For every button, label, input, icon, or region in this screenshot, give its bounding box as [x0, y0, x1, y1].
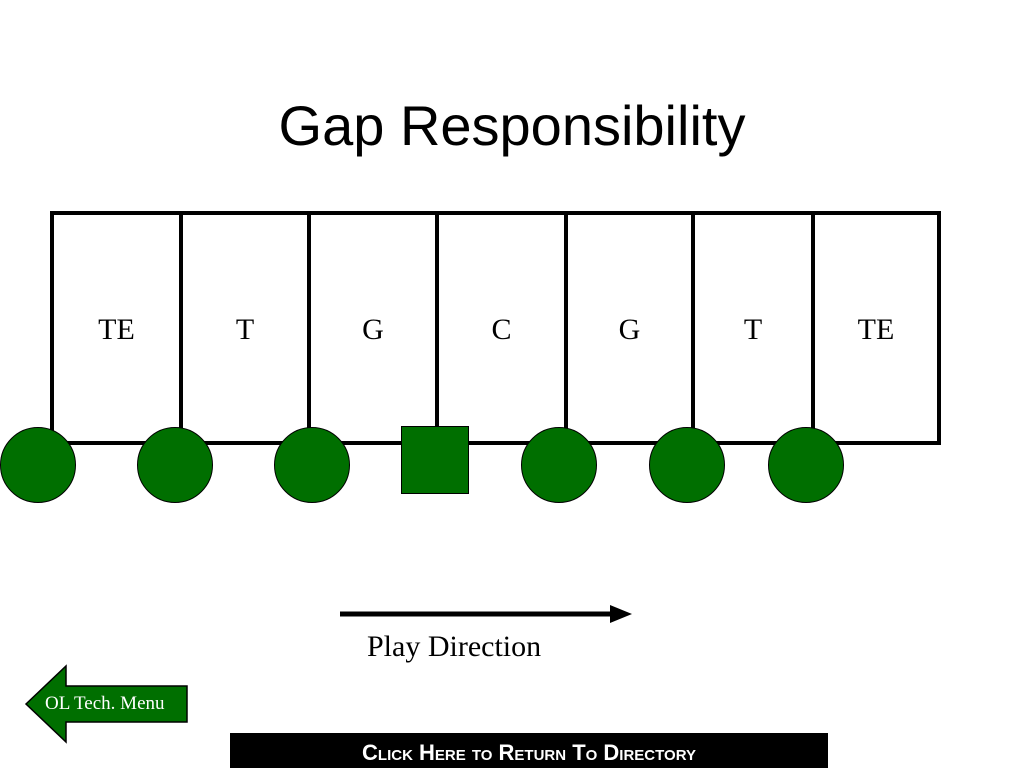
- gap-label: T: [743, 313, 763, 346]
- play-direction-label: Play Direction: [367, 630, 542, 663]
- ol-tech-menu-label: OL Tech. Menu: [45, 693, 165, 714]
- ol-tech-menu-button[interactable]: OL Tech. Menu: [24, 664, 190, 744]
- slide-title: Gap Responsibility: [278, 94, 746, 157]
- gap-cell-te-right: TE: [815, 215, 937, 441]
- gap-label: T: [235, 313, 255, 346]
- player-circle-icon: [274, 427, 350, 503]
- player-circle-icon: [521, 427, 597, 503]
- right-arrow-icon: [340, 605, 632, 623]
- player-circle-icon: [0, 427, 76, 503]
- gap-cell-g-right: G: [568, 215, 695, 441]
- gap-label: G: [362, 313, 384, 346]
- center-square-icon: [401, 426, 469, 494]
- gap-cell-t-right: T: [695, 215, 815, 441]
- player-circle-icon: [768, 427, 844, 503]
- gap-cell-c: C: [439, 215, 568, 441]
- player-circle-icon: [137, 427, 213, 503]
- left-arrow-icon: [24, 664, 188, 744]
- gap-label: TE: [98, 313, 135, 346]
- return-to-directory-button[interactable]: Click Here to Return To Directory: [230, 733, 828, 768]
- gap-label: G: [618, 313, 641, 346]
- gap-label: TE: [857, 313, 895, 346]
- gap-cell-t-left: T: [183, 215, 311, 441]
- gap-table: TE T G C G T TE: [50, 211, 941, 445]
- gap-cell-g-left: G: [311, 215, 439, 441]
- gap-label: C: [491, 313, 512, 346]
- player-circle-icon: [649, 427, 725, 503]
- gap-cell-te-left: TE: [54, 215, 183, 441]
